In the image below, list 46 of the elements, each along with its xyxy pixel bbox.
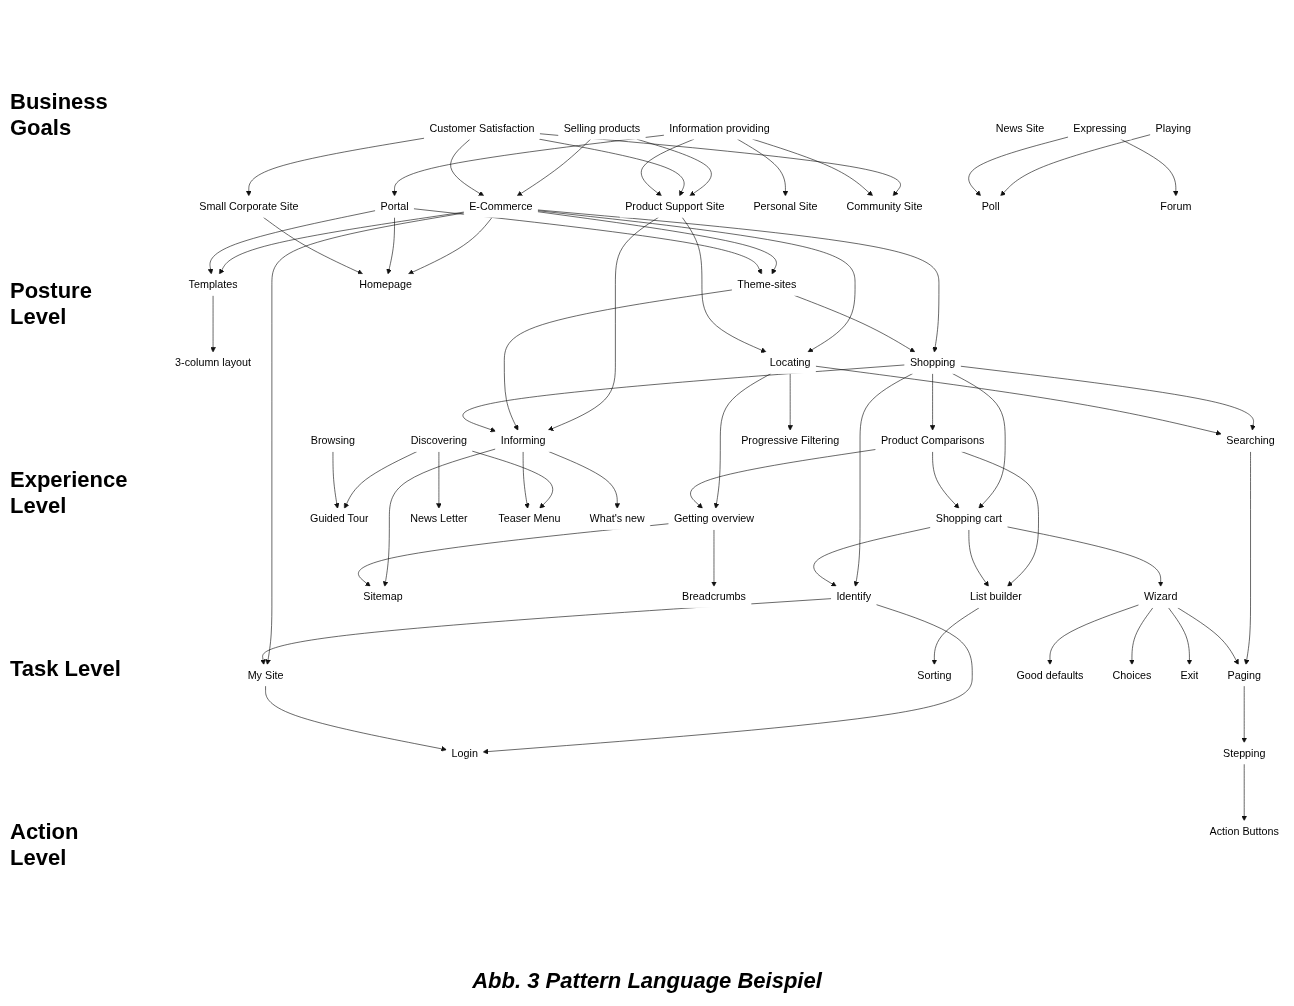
node-text: Exit	[1180, 669, 1199, 682]
level-heading: Action Level	[10, 819, 80, 872]
node-text: Discovering	[410, 434, 467, 447]
node-text: Templates	[188, 278, 238, 291]
node-text: Portal	[380, 200, 409, 213]
node-text: Forum	[1160, 200, 1192, 213]
node-text: Playing	[1155, 122, 1191, 135]
node-text: Sorting	[917, 669, 952, 682]
node-text: Poll	[981, 200, 1000, 213]
node-text: Personal Site	[753, 200, 818, 213]
node-text: Community Site	[846, 200, 923, 213]
node-text: Homepage	[359, 278, 412, 291]
node-text: News Site	[995, 122, 1045, 135]
node-text: Wizard	[1143, 590, 1178, 604]
node-text: Customer Satisfaction	[429, 122, 535, 135]
node-text: Expressing	[1073, 122, 1127, 135]
node-text: Stepping	[1222, 747, 1266, 760]
node-text: Theme-sites	[737, 278, 797, 291]
node-text: Information providing	[669, 122, 770, 135]
node-text: List builder	[969, 590, 1022, 604]
node-text: Paging	[1227, 669, 1261, 682]
figure-caption: Abb. 3 Pattern Language Beispiel	[472, 968, 822, 993]
node-text: Shopping cart	[935, 512, 1003, 525]
node-text: Choices	[1112, 669, 1152, 682]
node-text: Small Corporate Site	[199, 200, 299, 213]
node-text: Searching	[1226, 434, 1275, 447]
node-text: 3-column layout	[175, 356, 252, 369]
node-text: Teaser Menu	[498, 512, 561, 525]
node-text: Guided Tour	[310, 512, 369, 525]
node-text: Getting overview	[673, 512, 755, 525]
node-text: Informing	[500, 434, 546, 447]
node-text: Identify	[836, 590, 872, 604]
node-text: News Letter	[410, 512, 468, 525]
level-heading: Experience Level	[10, 466, 129, 519]
node-text: Shopping	[909, 356, 956, 369]
node-text: Login	[451, 747, 478, 760]
node-text: Browsing	[310, 434, 356, 447]
level-heading: Business Goals	[10, 88, 109, 141]
node-text: My Site	[247, 669, 284, 682]
level-heading: Task Level	[10, 656, 122, 683]
node-text: Progressive Filtering	[741, 434, 840, 447]
node-text: Sitemap	[363, 590, 403, 604]
node-text: Action Buttons	[1209, 825, 1279, 838]
node-text: Good defaults	[1016, 669, 1084, 682]
node-text: Product Comparisons	[880, 434, 985, 447]
level-heading: Posture Level	[10, 277, 93, 330]
